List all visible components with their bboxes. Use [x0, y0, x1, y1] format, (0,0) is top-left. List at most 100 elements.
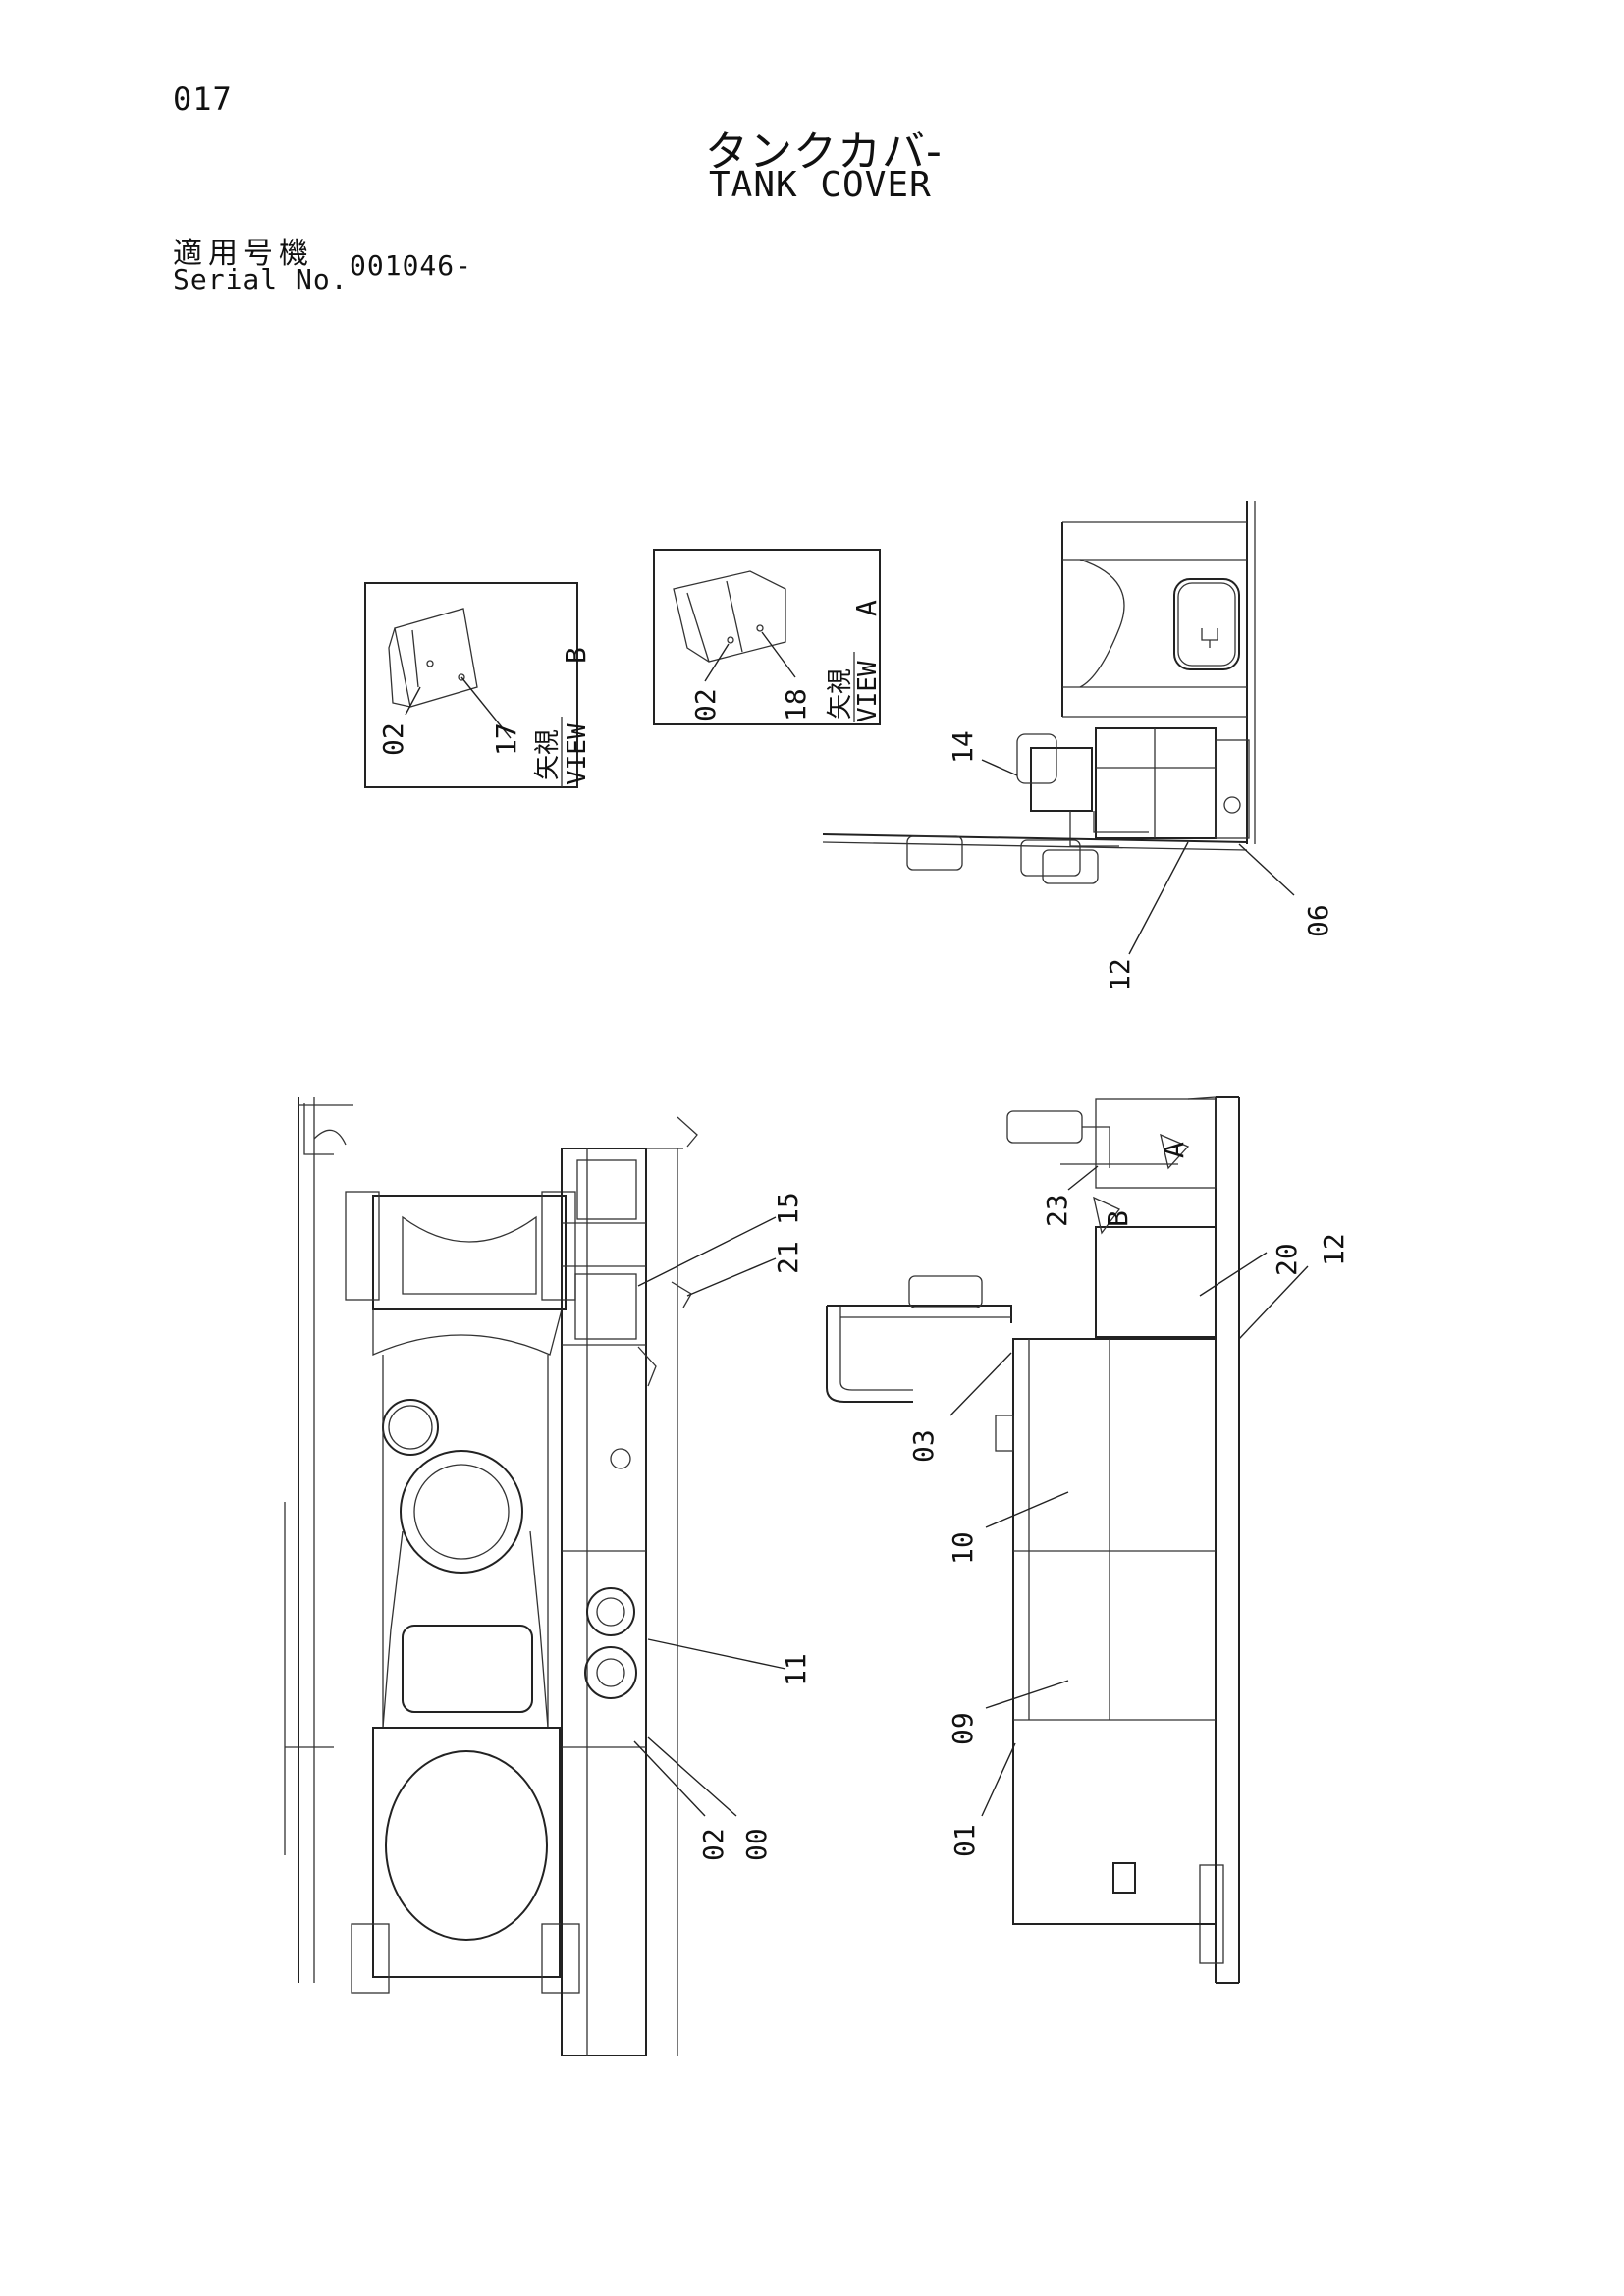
base-rail [822, 833, 1248, 843]
view-a-cover-shape [673, 570, 786, 663]
frame-bracket [303, 1103, 334, 1155]
view-a-bolt [756, 624, 764, 632]
handrail [827, 1305, 1012, 1323]
view-b-cover-edge [411, 629, 419, 688]
frame-bracket [313, 1129, 347, 1146]
view-b-letter: B [560, 647, 592, 664]
view-a-leader-02 [704, 643, 730, 682]
swing-bearing-inner [413, 1464, 510, 1560]
callout-23: 23 [1041, 1194, 1073, 1227]
page-title: TANK COVER [709, 165, 932, 205]
view-a-inset: 02 18 矢視 VIEW A [653, 549, 883, 725]
side-view-diagram: A B 23 20 12 03 10 09 01 [826, 1096, 1350, 1984]
view-b-bolt [426, 660, 434, 667]
callout-06: 06 [1302, 904, 1334, 937]
leader-00 [647, 1736, 737, 1817]
leader-09 [985, 1680, 1069, 1709]
base-edge [1187, 1096, 1217, 1100]
boom-pin-left [345, 1191, 380, 1301]
callout-view-b-02: 02 [377, 722, 409, 756]
frame-taper [382, 1530, 404, 1729]
view-a-leader-18 [761, 631, 796, 678]
frame-window [1173, 578, 1240, 670]
mirror [908, 1275, 983, 1308]
pump-port-inner [596, 1597, 625, 1627]
callout-10: 10 [947, 1531, 979, 1565]
mirror [1042, 849, 1099, 884]
callout-01: 01 [948, 1824, 981, 1857]
base-bracket [1199, 1864, 1224, 1964]
view-a-letter: A [850, 600, 883, 616]
base-rail [822, 841, 1248, 851]
swing-bearing [400, 1450, 523, 1574]
rear-frame [372, 1727, 561, 1978]
counterweight [1095, 1098, 1217, 1189]
leader-23 [1067, 1165, 1099, 1191]
callout-03: 03 [907, 1429, 940, 1463]
callout-09: 09 [947, 1712, 979, 1745]
view-b-cover-shape [394, 608, 478, 708]
boom-foot-curve [402, 1215, 537, 1295]
end-view-diagram: 14 12 06 [822, 501, 1334, 991]
rear-opening [385, 1750, 548, 1941]
callout-00: 00 [740, 1828, 773, 1861]
pump-port-inner [596, 1658, 625, 1687]
muffler [1016, 733, 1057, 784]
serial-number-value: 001046- [350, 249, 473, 282]
arrow-marker-a [1160, 1133, 1190, 1170]
rear-bracket [351, 1923, 390, 1994]
view-a-cover-edge [686, 592, 710, 663]
frame-opening [402, 1625, 533, 1713]
pump-port [586, 1587, 635, 1636]
mirror-stub [677, 1116, 698, 1148]
tank-pipe [1069, 811, 1119, 847]
tank-pipe [1093, 811, 1149, 833]
frame-rib [372, 1308, 563, 1356]
view-b-label-japanese: 矢視 [533, 729, 563, 780]
arrow-marker-b [1093, 1196, 1121, 1235]
cover-panel [576, 1159, 637, 1220]
swing-motor-inner [388, 1405, 433, 1450]
pump-port [584, 1646, 637, 1699]
callout-15: 15 [772, 1192, 804, 1225]
view-b-leader-17 [460, 676, 512, 739]
callout-12-side: 12 [1318, 1233, 1350, 1266]
cab-box [1030, 747, 1093, 812]
leader-01 [981, 1742, 1016, 1817]
arrow-a-label: A [1158, 1142, 1190, 1158]
filler-cap [610, 1448, 631, 1469]
leader-06 [1238, 843, 1295, 896]
handrail [826, 1306, 913, 1403]
frame-taper [529, 1530, 549, 1729]
view-b-inset: 02 17 矢視 VIEW B [364, 582, 592, 788]
filler-neck [995, 1415, 1014, 1452]
handrail [839, 1306, 913, 1391]
leader-10 [985, 1491, 1069, 1528]
frame-curve [1079, 559, 1125, 688]
view-b-bolt [458, 673, 465, 681]
callout-21: 21 [772, 1241, 804, 1274]
view-a-label: VIEW [853, 661, 883, 722]
frame-window-inner [1177, 582, 1236, 667]
serial-label: Serial No. [173, 263, 349, 295]
cover-panel-15 [574, 1273, 637, 1340]
page-number: 017 [173, 80, 233, 118]
boom-pin-right [541, 1191, 576, 1301]
tank-latch [1112, 1862, 1136, 1894]
view-a-label-japanese: 矢視 [826, 668, 855, 720]
leader-03 [949, 1352, 1012, 1416]
tank-cover-strip [561, 1148, 647, 2056]
view-a-bolt [727, 636, 734, 644]
frame-bracket [1201, 628, 1218, 648]
swing-motor [382, 1399, 439, 1456]
callout-11: 11 [780, 1653, 812, 1686]
view-a-cover-edge [726, 580, 743, 653]
leader-12-side [1238, 1265, 1309, 1340]
leader-15 [637, 1216, 777, 1287]
leader-21 [686, 1257, 777, 1297]
view-b-leader-02 [405, 686, 421, 716]
view-b-bracket [388, 627, 411, 708]
leader-20 [1199, 1252, 1268, 1297]
plan-view-diagram: 15 21 11 02 00 [284, 1097, 812, 2056]
